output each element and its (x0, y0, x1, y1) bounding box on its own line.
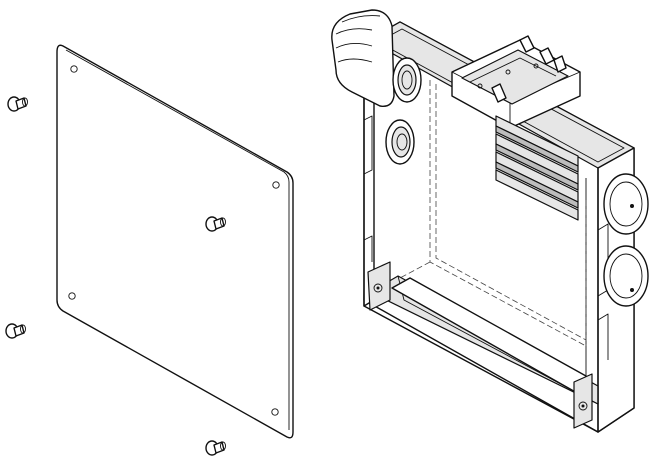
cover-plate (56, 44, 294, 439)
enclosure-box (363, 21, 635, 433)
screw-4 (205, 440, 226, 456)
screw-3 (5, 323, 26, 339)
cover-hole-top-left (70, 65, 78, 73)
boss-bottom-right (573, 373, 593, 429)
cover-hole-bottom-left (68, 292, 76, 300)
din-rail-terminal (451, 35, 581, 129)
cover-hole-top-right (272, 181, 280, 189)
heat-sink-fins (495, 115, 579, 221)
knockout-plug-upper (603, 173, 649, 235)
screw-2 (205, 216, 226, 232)
boss-bottom-left (367, 261, 391, 311)
screw-1 (7, 96, 28, 112)
knockout-plug-lower (603, 245, 649, 307)
knockout-side-left (385, 119, 415, 165)
cover-hole-bottom-right (271, 408, 279, 416)
cable-gland (331, 9, 422, 107)
